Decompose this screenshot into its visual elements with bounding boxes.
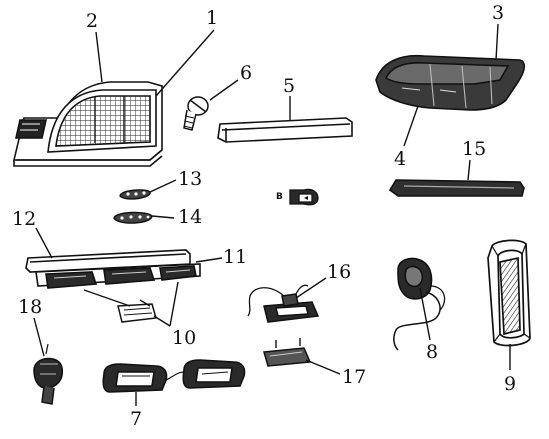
callout-8: 8 — [426, 341, 439, 363]
side-marker-14 — [113, 211, 153, 224]
leader-2 — [95, 31, 103, 83]
callout-3: 3 — [492, 2, 505, 24]
callout-11: 11 — [223, 246, 248, 268]
license-lamp-16 — [247, 284, 320, 323]
leader-1 — [155, 29, 215, 97]
bulb-b — [289, 188, 319, 206]
bulb-socket — [183, 96, 209, 131]
tail-lamp-housing — [375, 54, 526, 111]
callout-10: 10 — [172, 327, 197, 349]
leader-12 — [35, 227, 53, 259]
leader-lines — [33, 23, 511, 406]
cable-lamp-8 — [393, 257, 446, 351]
leader-17 — [305, 359, 341, 375]
bulb-tag-b: B — [276, 192, 283, 202]
license-lamp-lens-17 — [263, 347, 312, 367]
socket-18 — [33, 343, 64, 405]
callout-2: 2 — [86, 10, 99, 32]
callout-17: 17 — [342, 366, 367, 388]
small-lens-10 — [117, 303, 157, 323]
leader-16-17-connector — [275, 338, 301, 348]
callout-13: 13 — [178, 168, 203, 190]
side-marker-13 — [119, 189, 151, 200]
lamp-pair-7 — [102, 359, 246, 393]
tall-lamp-9 — [487, 239, 531, 347]
callout-18: 18 — [18, 296, 43, 318]
callout-6: 6 — [240, 62, 253, 84]
leader-13 — [149, 179, 177, 193]
leader-14 — [151, 215, 175, 219]
plate-lamp-assembly — [25, 249, 201, 289]
leader-11 — [195, 257, 223, 263]
callout-1: 1 — [206, 7, 219, 29]
leader-8 — [419, 287, 431, 341]
long-lens-strip — [388, 179, 525, 197]
reflector-bar — [217, 117, 353, 143]
leader-4 — [403, 105, 419, 147]
leader-16 — [295, 277, 327, 299]
callout-16: 16 — [327, 261, 352, 283]
leader-15 — [467, 159, 471, 181]
callout-14: 14 — [178, 206, 203, 228]
callout-9: 9 — [504, 373, 517, 395]
leader-10 — [83, 281, 179, 327]
callout-4: 4 — [394, 148, 407, 170]
leader-3 — [495, 23, 499, 61]
callout-15: 15 — [462, 138, 487, 160]
leader-6 — [209, 79, 239, 101]
rear-lamp-cluster — [12, 81, 163, 167]
leader-18 — [33, 317, 45, 357]
callout-12: 12 — [12, 208, 37, 230]
callout-5: 5 — [283, 75, 296, 97]
callout-7: 7 — [130, 408, 143, 430]
